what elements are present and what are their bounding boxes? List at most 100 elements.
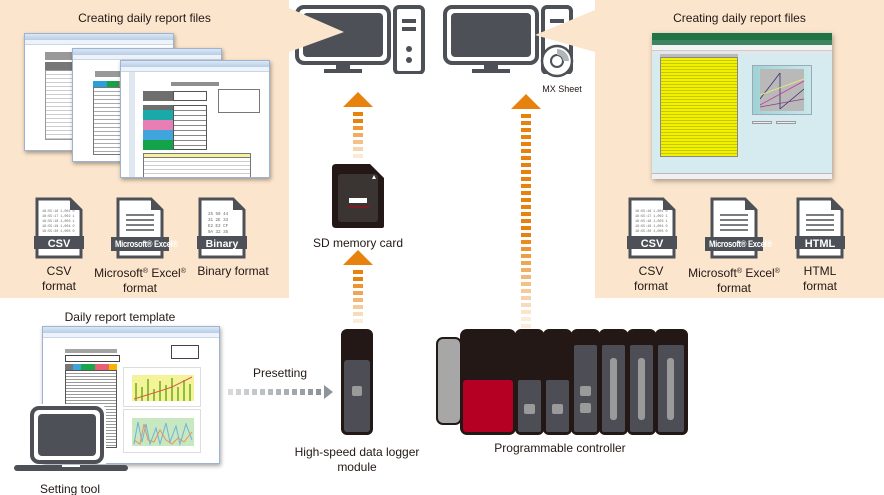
csv-badge: CSV [48,238,71,250]
registered-mark: ® [774,268,780,275]
registered-mark: ® [180,268,186,275]
csv-label-line2: format [633,279,668,293]
html-badge: HTML [805,238,836,250]
svg-text:18:55:17 1,002 1: 18:55:17 1,002 1 [42,215,75,219]
csv-format-label: CSV format [621,264,681,294]
registered-mark: ® [142,268,148,275]
arrow-dash [521,191,531,195]
programmable-controller [436,329,688,435]
arrow-dash [353,112,363,116]
arrow-dash [353,140,363,144]
presetting-label: Presetting [252,366,308,380]
arrow-dash [353,312,363,316]
arrow-dash [521,324,531,328]
arrow-dash [521,177,531,181]
mx-sheet-cd-icon [540,44,574,78]
programmable-controller-label: Programmable controller [494,441,626,455]
html-file-icon: HTML [795,197,845,259]
arrow-dash [521,240,531,244]
presetting-dash [292,389,297,395]
svg-text:25 50 44: 25 50 44 [208,213,229,217]
excel-label-microsoft: Microsoft [688,266,737,280]
arrow-dash [521,121,531,125]
mx-sheet-label: MX Sheet [542,84,582,94]
arrow-dash [521,268,531,272]
svg-text:18:55:18 1,003 1: 18:55:18 1,003 1 [42,220,75,224]
presetting-dash [300,389,305,395]
excel-file-icon: Microsoft® Excel® [705,197,772,259]
left-panel-title: Creating daily report files [78,11,211,25]
svg-text:31 2E 33: 31 2E 33 [208,219,229,223]
html-label-line1: HTML [803,264,837,278]
arrow-dash [353,147,363,151]
arrow-dash [521,135,531,139]
presetting-arrow [228,385,333,399]
arrow-dash [353,291,363,295]
excel-badge-band: Microsoft® Excel® [111,237,178,251]
arrow-dash [521,247,531,251]
arrow-dash [521,142,531,146]
arrow-dash [521,261,531,265]
excel-file-icon: Microsoft® Excel® [111,197,178,259]
arrow-dash [521,163,531,167]
excel-badge: Microsoft® Excel® [115,239,178,249]
arrow-dash [521,296,531,300]
excel-format-label: Microsoft® Excel® format [88,264,192,296]
arrow-dash [521,205,531,209]
presetting-dash [276,389,281,395]
daily-report-template-screenshot [42,326,220,464]
excel-label-excel: Excel [742,266,775,280]
arrow-dash [521,317,531,321]
arrow-dash [521,289,531,293]
arrow-sd-to-pc [343,92,373,158]
template-line-chart-thumbnail [133,421,193,446]
arrow-dash [521,198,531,202]
svg-text:18:55:16 1,001 0: 18:55:16 1,001 0 [42,210,75,214]
daily-report-template-label: Daily report template [64,310,176,324]
report-screenshot-front [120,60,270,178]
arrow-plc-to-mxsheet [511,94,541,328]
sd-memory-card-icon [332,164,384,228]
binary-badge: Binary [206,238,239,250]
excel-label-microsoft: Microsoft [94,266,143,280]
csv-label-line1: CSV [638,264,664,278]
logger-label-line1: High-speed data logger [294,445,420,459]
arrow-dash [521,156,531,160]
arrow-dash [353,277,363,281]
registered-mark: ® [736,268,742,275]
arrow-dash [521,128,531,132]
arrow-dash [521,149,531,153]
csv-label-line1: CSV [46,264,72,278]
excel-badge: Microsoft® Excel® [709,239,772,249]
sd-memory-card-label: SD memory card [312,236,404,250]
arrow-dash [521,212,531,216]
csv-file-icon: CSV 18:55:16 1,001 0 18:55:17 1,002 1 18… [627,197,677,259]
left-panel-pointer [289,8,344,52]
csv-label-line2: format [41,279,76,293]
binary-format-label: Binary format [197,264,269,278]
excel-badge-band: Microsoft® Excel® [705,237,772,251]
arrow-dash [521,184,531,188]
arrow-dash [353,319,363,323]
svg-text:18:55:18 1,003 1: 18:55:18 1,003 1 [635,220,668,224]
logger-label-line2: module [337,460,377,474]
arrow-dash [353,119,363,123]
presetting-dash [316,389,321,395]
presetting-dash [252,389,257,395]
template-bar-chart-thumbnail [133,376,193,401]
svg-text:18:55:19 1,004 0: 18:55:19 1,004 0 [42,225,75,229]
arrow-dash [521,219,531,223]
excel-label-line2: format [716,281,751,295]
right-panel-title: Creating daily report files [673,11,806,25]
presetting-dash [308,389,313,395]
arrow-dash [521,226,531,230]
presetting-dash [260,389,265,395]
arrow-dash [353,298,363,302]
excel-line-chart-thumbnail [760,69,804,111]
svg-text:0A 32 35: 0A 32 35 [208,231,229,235]
setting-tool-label: Setting tool [39,482,101,495]
laptop-icon [14,404,128,471]
html-label-line2: format [802,279,837,293]
arrow-dash [353,154,363,158]
arrow-dash [521,303,531,307]
